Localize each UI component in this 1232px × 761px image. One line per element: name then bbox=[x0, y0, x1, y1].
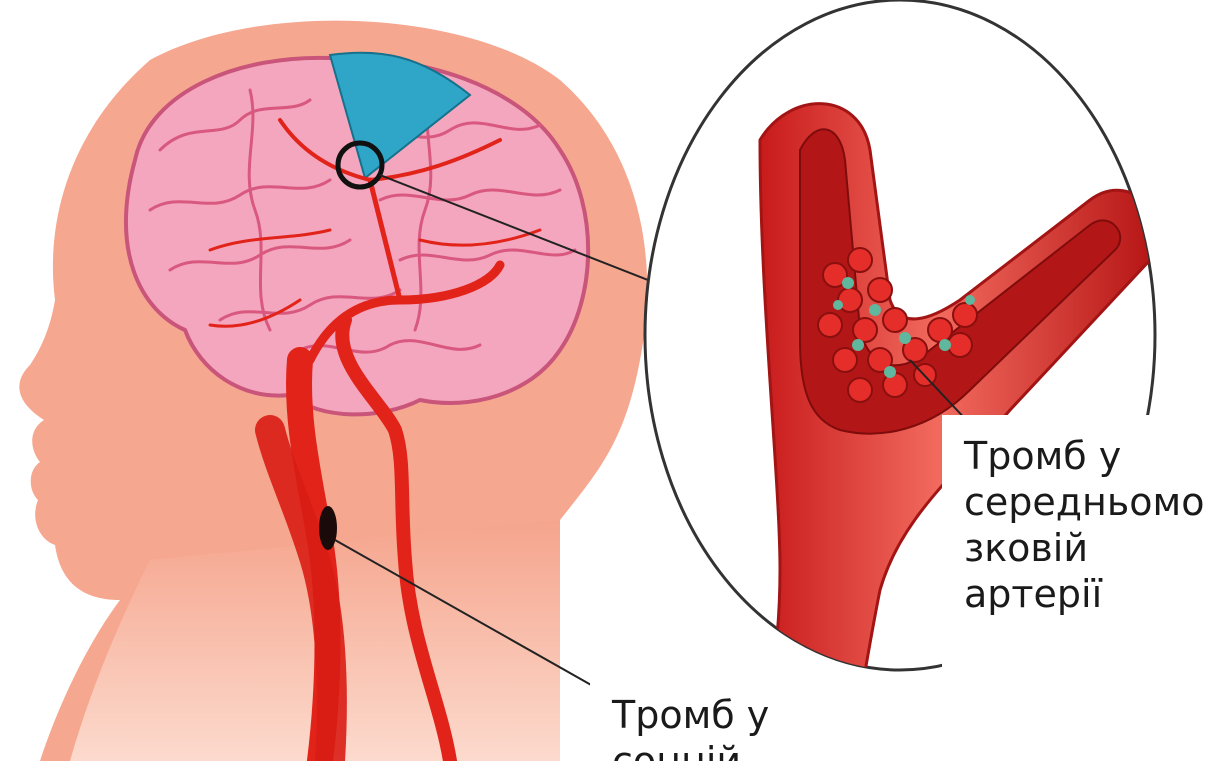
label-middle-cerebral-thrombus: Тромб у середньомо зковій артерії bbox=[942, 415, 1232, 687]
carotid-clot bbox=[319, 506, 337, 550]
label-carotid-thrombus: Тромб у сонній bbox=[590, 674, 902, 761]
